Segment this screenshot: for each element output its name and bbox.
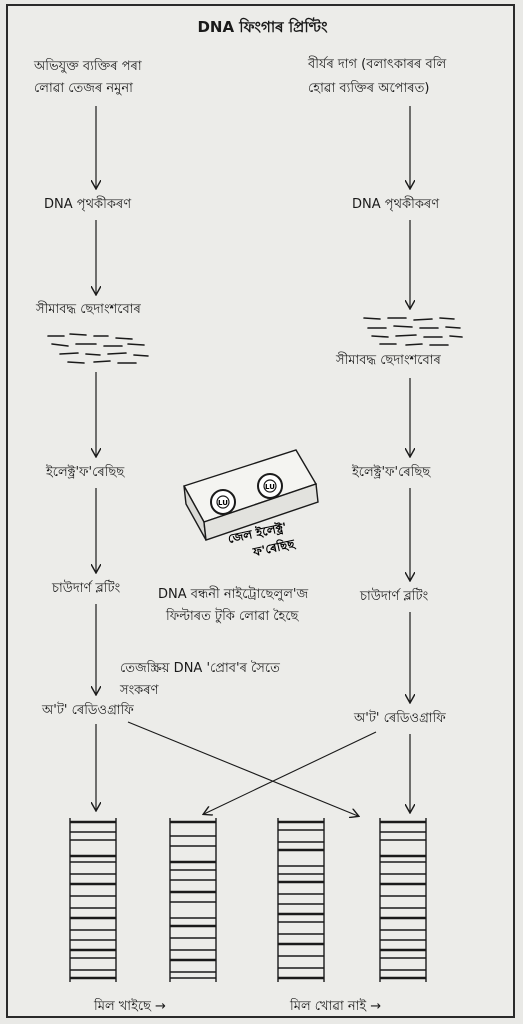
right-fragment-smear <box>363 317 463 346</box>
left-restriction-fragments: সীমাবদ্ধ ছেদাংশবোৰ <box>36 302 141 317</box>
ladder-3 <box>277 818 325 982</box>
result-no-match-label: মিল খোৱা নাই → <box>290 999 382 1014</box>
left-fragment-smear <box>47 333 149 364</box>
right-sample-line2: হোৱা ব্যক্তিৰ অপোৰত) <box>308 81 430 96</box>
nitrocellulose-note-line2: ফিল্টাৰত টুকি লোৱা হৈছে <box>166 609 299 624</box>
gel-well-left-label: LU <box>218 499 228 507</box>
dna-band-ladders <box>69 818 427 982</box>
diagram-frame: DNA ফিংগাৰ প্ৰিণ্টিং অভিযুক্ত ব্যক্তিৰ প… <box>6 4 515 1018</box>
right-electrophoresis: ইলেক্ট্ৰ'ফ'ৰেছিছ <box>352 465 431 480</box>
left-autoradiography: অ'ট' ৰেডিওগ্ৰাফি <box>42 703 134 718</box>
result-match-label: মিল খাইছে → <box>94 999 166 1014</box>
ladder-2 <box>169 818 217 982</box>
left-electrophoresis: ইলেক্ট্ৰ'ফ'ৰেছিছ <box>46 465 125 480</box>
gel-well-right-label: LU <box>265 483 275 491</box>
left-to-third-ladder-arrow <box>127 721 358 816</box>
left-sample-line2: লোৱা তেজৰ নমুনা <box>34 81 133 96</box>
left-sample-line1: অভিযুক্ত ব্যক্তিৰ পৰা <box>34 59 142 74</box>
right-to-second-ladder-arrow <box>204 731 377 814</box>
left-dna-isolation: DNA পৃথকীকৰণ <box>44 197 132 212</box>
probe-note-line2: সংকৰণ <box>120 683 159 698</box>
right-southern-blotting: চাউদাৰ্ণ ব্লটিং <box>360 589 429 604</box>
right-dna-isolation: DNA পৃথকীকৰণ <box>352 197 440 212</box>
ladder-4 <box>379 818 427 982</box>
probe-note-line1: তেজস্ক্ৰিয় DNA 'প্ৰোব'ৰ সৈতে <box>120 661 280 676</box>
left-southern-blotting: চাউদাৰ্ণ ব্লটিং <box>52 581 121 596</box>
ladder-1 <box>69 818 117 982</box>
diagram-title: DNA ফিংগাৰ প্ৰিণ্টিং <box>197 18 328 36</box>
diagram-artwork: LU LU জেল ইলেক্ট্ৰ' ফ'ৰেছিছ <box>47 106 463 982</box>
crossing-arrows <box>127 721 377 816</box>
right-restriction-fragments: সীমাবদ্ধ ছেদাংশবোৰ <box>336 353 441 368</box>
right-sample-line1: বীৰ্যৰ দাগ (বলাৎকাৰৰ বলি <box>308 57 447 72</box>
gel-electrophoresis-box <box>182 449 319 541</box>
right-autoradiography: অ'ট' ৰেডিওগ্ৰাফি <box>354 711 446 726</box>
nitrocellulose-note-line1: DNA বন্ধনী নাইট্ৰোছেলুল'জ <box>158 587 309 602</box>
